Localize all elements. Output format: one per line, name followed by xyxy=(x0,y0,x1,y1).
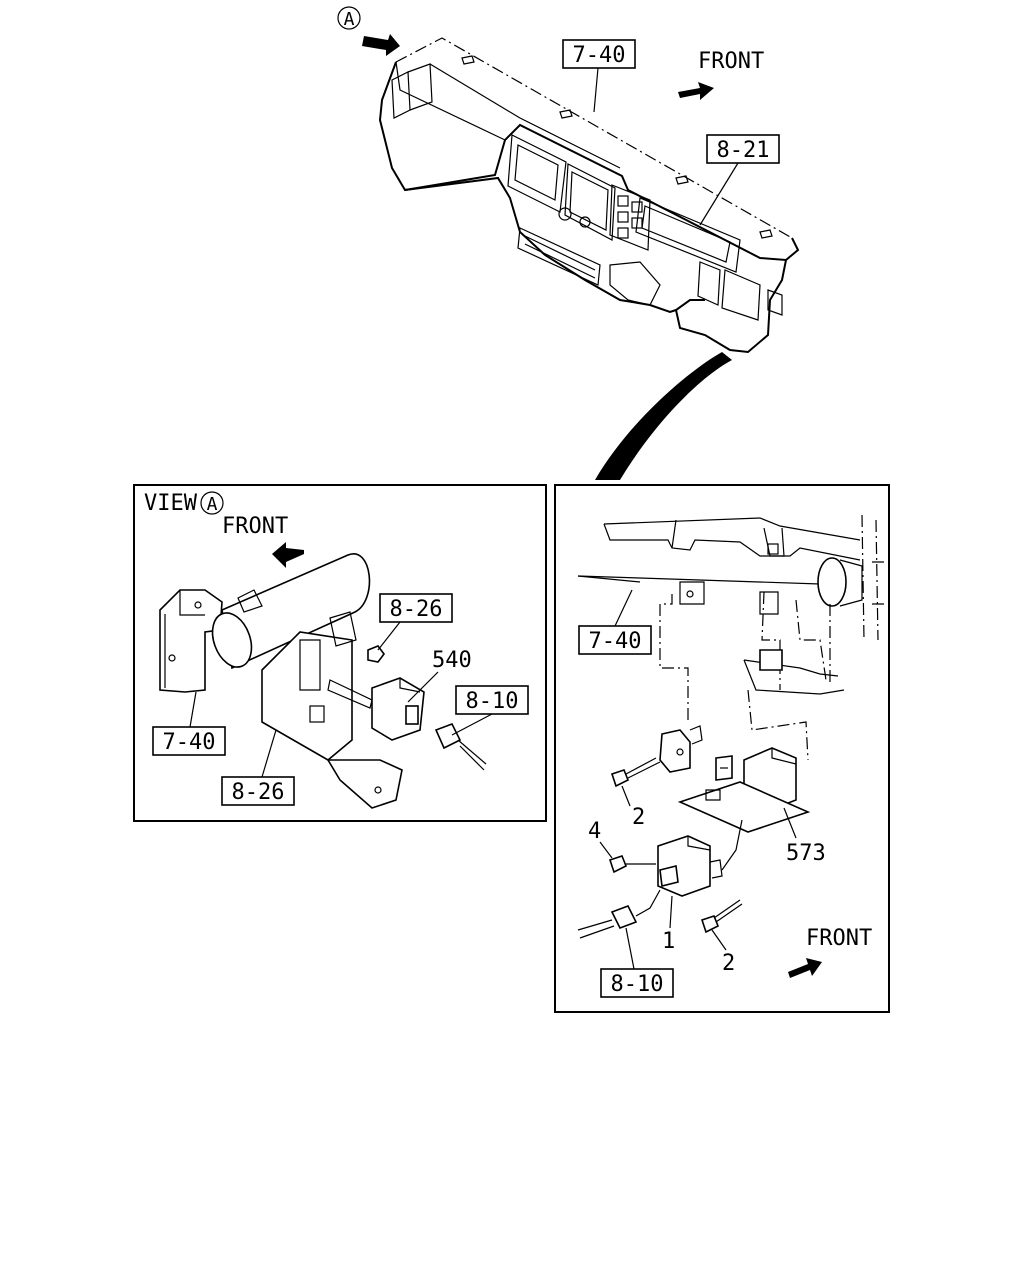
ref-box-8-21: 8-21 xyxy=(699,134,780,226)
view-title-marker: A xyxy=(207,494,218,515)
ref-box-7-40-top: 7-40 xyxy=(562,39,636,113)
part-1: 1 xyxy=(662,929,675,954)
ref-7-40-top: 7-40 xyxy=(573,43,626,68)
front-label-right: FRONT xyxy=(806,926,872,951)
ref-box-8-26-top: 8-26 xyxy=(377,593,453,651)
view-direction-arrow xyxy=(362,34,400,56)
ref-8-21: 8-21 xyxy=(717,138,770,163)
ref-box-8-26-bottom: 8-26 xyxy=(221,729,295,806)
ref-box-8-10-right: 8-10 xyxy=(600,927,674,998)
view-a-panel xyxy=(133,484,547,822)
ref-8-26-top: 8-26 xyxy=(390,597,443,622)
front-arrow-right xyxy=(788,958,822,978)
detail-bracket-assembly xyxy=(577,514,884,939)
part-2-lower: 2 xyxy=(722,951,735,976)
ref-7-40-left: 7-40 xyxy=(163,730,216,755)
view-title: VIEW xyxy=(144,491,198,516)
dashboard-assembly xyxy=(378,37,800,354)
view-a-marker-letter: A xyxy=(344,9,355,30)
front-label-left: FRONT xyxy=(222,514,288,539)
ref-7-40-right: 7-40 xyxy=(589,629,642,654)
view-a-bracket-assembly xyxy=(159,553,487,809)
view-a-marker: A xyxy=(337,6,400,56)
part-2-upper: 2 xyxy=(632,805,645,830)
ref-8-10-left: 8-10 xyxy=(466,689,519,714)
part-4: 4 xyxy=(588,819,601,844)
ref-8-10-right: 8-10 xyxy=(611,972,664,997)
front-label-top: FRONT xyxy=(698,49,764,74)
ref-8-26-bottom: 8-26 xyxy=(232,780,285,805)
detail-panel xyxy=(554,484,890,1013)
detail-callout-arrow xyxy=(595,352,732,480)
part-573: 573 xyxy=(786,841,826,866)
ref-box-8-10-left: 8-10 xyxy=(451,685,529,736)
ref-box-7-40-left: 7-40 xyxy=(152,691,226,756)
part-540: 540 xyxy=(432,648,472,673)
ref-box-7-40-right: 7-40 xyxy=(578,589,652,655)
front-arrow-top xyxy=(678,82,714,100)
front-arrow-left xyxy=(272,542,304,568)
